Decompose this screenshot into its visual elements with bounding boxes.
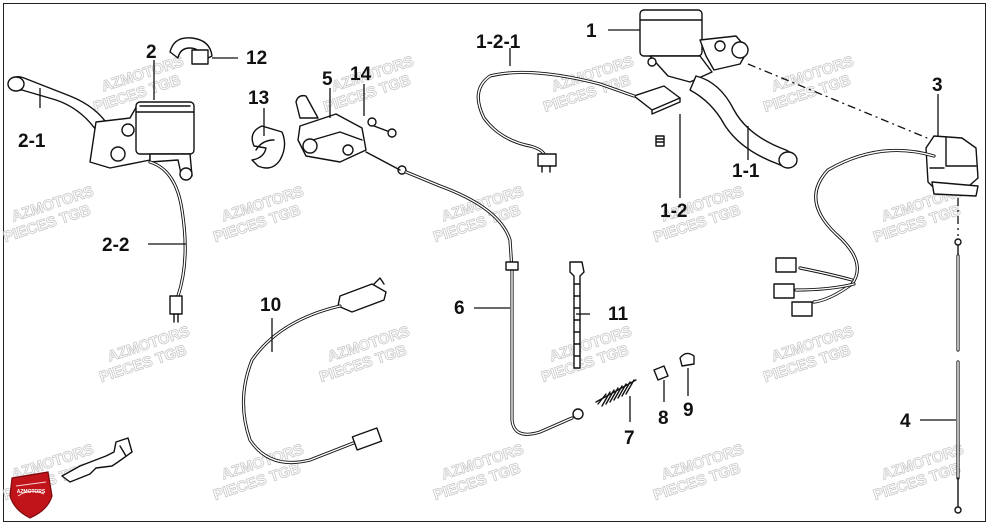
label-5: 5 [322, 69, 333, 90]
part-9-nut [679, 352, 695, 367]
spring-7 [595, 379, 637, 407]
part-8-nut [653, 365, 669, 381]
connector-b [773, 283, 795, 299]
label-2: 2 [146, 42, 157, 63]
connector-c [791, 301, 813, 317]
clamp-13 [251, 125, 286, 169]
logo-text: AZMOTORS [17, 489, 46, 495]
diagram-frame [3, 3, 986, 522]
brake-hose-left [148, 160, 187, 298]
label-4: 4 [900, 411, 911, 432]
brake-switch-right [633, 85, 681, 111]
label-9: 9 [683, 400, 694, 421]
label-1-2: 1-2 [660, 201, 687, 222]
label-13: 13 [248, 88, 269, 109]
parking-lever-assembly [295, 94, 397, 163]
label-6: 6 [454, 298, 465, 319]
label-11: 11 [608, 304, 629, 325]
switch-wire [241, 304, 358, 465]
label-14: 14 [350, 64, 372, 85]
bracket-bottom-left [61, 437, 133, 483]
switch-housing-3 [773, 135, 979, 317]
label-1-1: 1-1 [732, 161, 760, 182]
label-1: 1 [586, 21, 597, 42]
assembly-axis-line [747, 63, 933, 141]
stop-switch-10 [241, 277, 387, 465]
cable-tie-11 [569, 261, 585, 369]
leader-lines [39, 29, 956, 422]
throttle-cable-4 [954, 198, 962, 514]
brake-cable-6 [365, 151, 584, 436]
connector-a [775, 257, 797, 273]
reservoir-right [639, 9, 703, 57]
left-brake-lever-assembly [7, 76, 195, 323]
label-8: 8 [658, 408, 669, 429]
reservoir-left [135, 101, 195, 155]
callout-labels: 2 2-1 2-2 12 13 5 14 1 1-2-1 1-2 1-1 3 4… [18, 21, 943, 449]
label-10: 10 [260, 295, 281, 316]
right-brake-lever-assembly [476, 9, 798, 173]
azmotors-logo: AZMOTORS [9, 471, 53, 519]
clamp-12 [169, 37, 213, 65]
hose-connector-left [169, 295, 183, 315]
label-7: 7 [624, 428, 635, 449]
lever-tip-left [7, 76, 25, 92]
label-2-1: 2-1 [18, 131, 46, 152]
label-2-2: 2-2 [102, 235, 129, 256]
label-12: 12 [246, 48, 267, 69]
label-1-2-1: 1-2-1 [476, 32, 521, 53]
label-3: 3 [932, 75, 943, 96]
